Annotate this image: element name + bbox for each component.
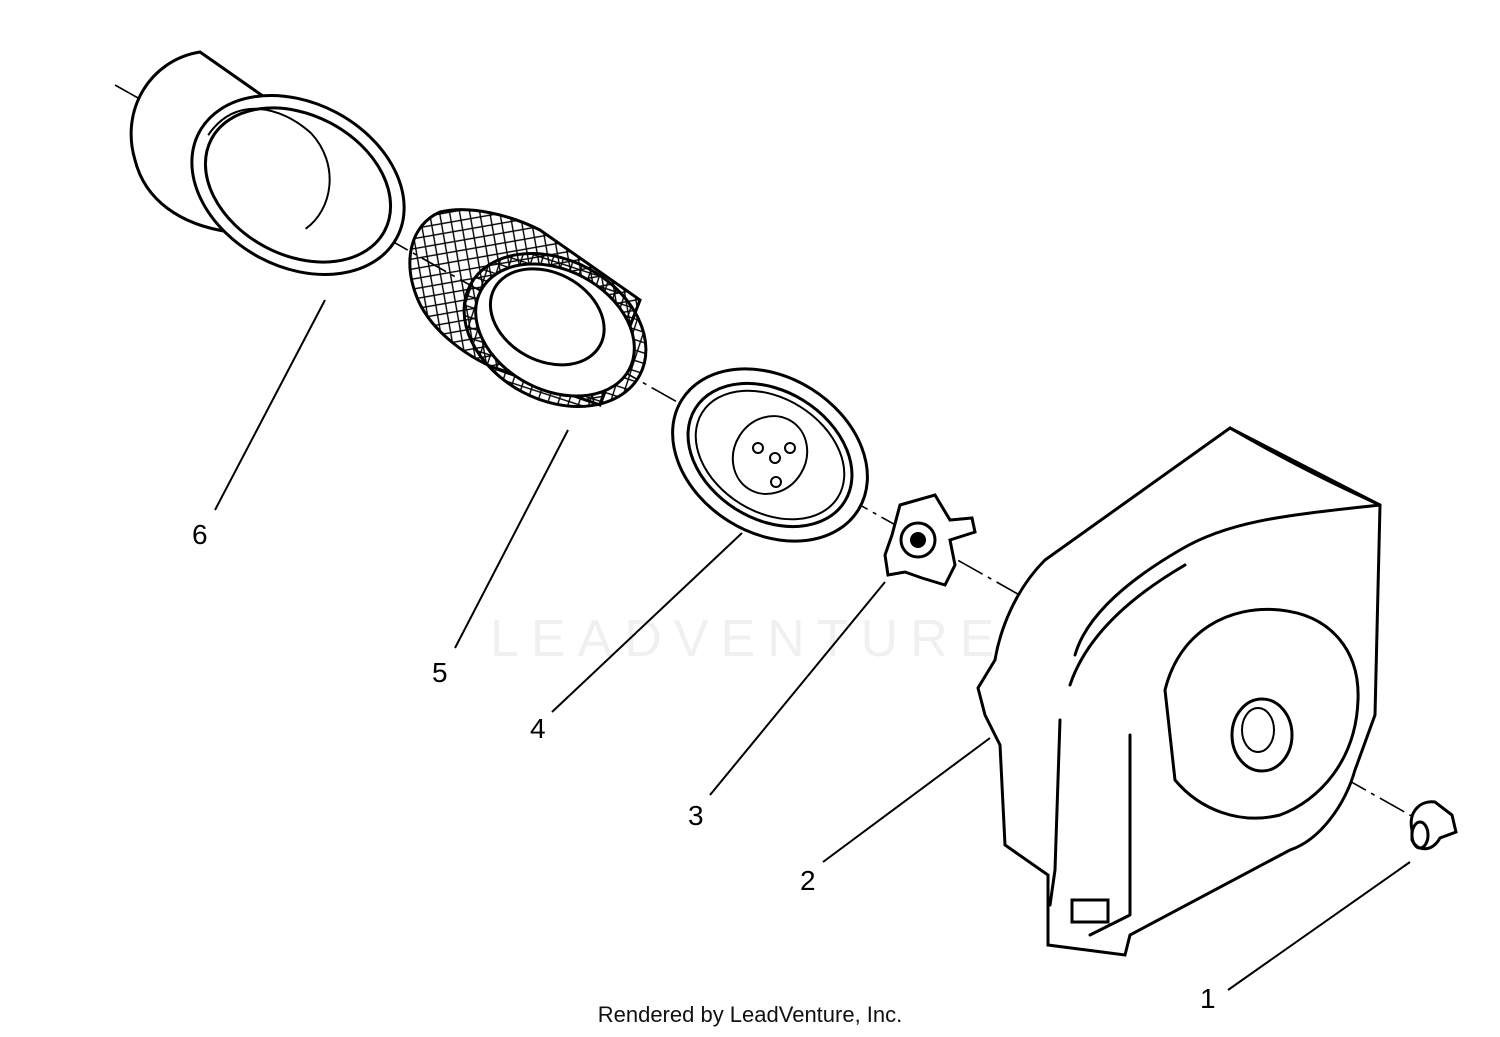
callout-6: 6: [192, 519, 208, 550]
knob-icon: [1409, 800, 1458, 851]
callout-1: 1: [1200, 983, 1216, 1014]
footer-credit: Rendered by LeadVenture, Inc.: [597, 1002, 903, 1027]
base-plate-icon: [671, 367, 869, 543]
retainer-icon: [883, 493, 977, 587]
watermark: LEADVENTURE: [490, 610, 1006, 668]
callout-3: 3: [688, 800, 704, 831]
callout-5: 5: [432, 657, 448, 688]
pre-cleaner-icon: [129, 50, 406, 276]
air-cleaner-cover-icon: [976, 426, 1382, 957]
leader-lines: [214, 299, 1411, 991]
filter-element-icon: [408, 208, 648, 408]
callout-2: 2: [800, 865, 816, 896]
callout-4: 4: [530, 713, 546, 744]
